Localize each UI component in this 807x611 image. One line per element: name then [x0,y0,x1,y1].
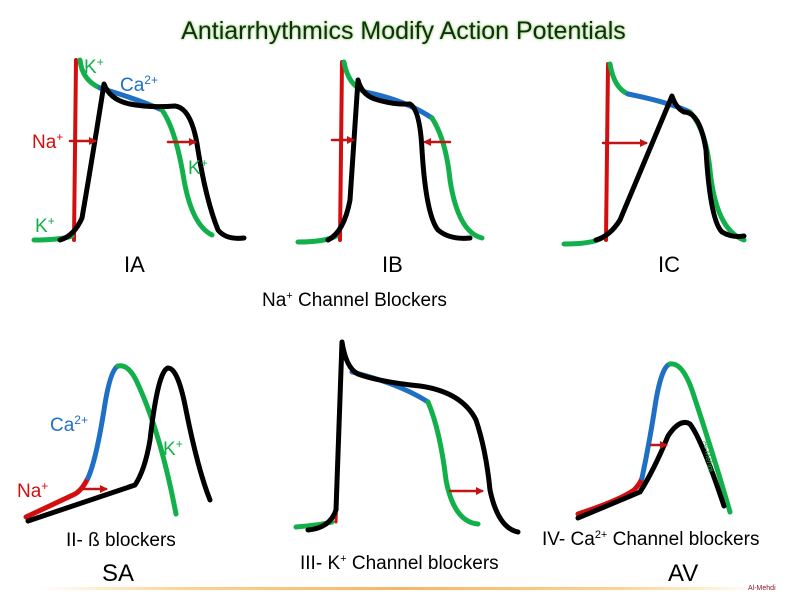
group-label-na-channel-blockers: Na+ Channel Blockers [262,290,447,311]
slide-title: Antiarrhythmics Modify Action Potentials [181,17,626,45]
panel-ib [295,59,485,245]
k-phase1-curve [77,57,103,91]
panel-ii [23,363,213,524]
footer-divider [40,587,760,590]
ion-label-ca: Ca2+ [120,73,158,96]
na-phase0-line [72,58,78,242]
drug-action-potential [57,81,247,243]
ion-label-ca: Ca2+ [50,413,88,436]
k-repolarization-curve [429,115,485,241]
k-repolarization-curve [425,399,481,527]
panel-iv [575,361,733,521]
panel-ia [31,57,247,243]
ion-label-k-top: K+ [84,55,104,78]
panel-label-ic: IC [658,252,680,277]
drug-action-potential [25,365,213,524]
drug-action-potential [305,339,521,535]
ca-phase0-curve [85,363,121,481]
ion-label-k-repolarization: K+ [188,156,208,179]
na-phase0-line [604,62,610,242]
panel-label-ia: IA [124,252,145,277]
drug-action-potential [593,93,747,243]
k-phase1-curve [607,61,631,97]
ion-label-k: K+ [163,437,183,460]
k-repolarization-curve [667,361,733,515]
ca-phase0-curve [639,361,673,481]
k-repolarization-curve [115,363,179,517]
watermark: Al-Mehdi [748,585,776,592]
k-repolarization-curve [159,107,215,238]
ion-label-na: Na+ [32,130,64,153]
ion-label-k-baseline: K+ [35,214,55,237]
na-phase0-line [338,60,344,242]
panel-ic [561,61,747,247]
caption-ca-channel-blockers: IV- Ca2+ Channel blockers [542,529,760,550]
site-label-sa: SA [102,560,135,587]
site-label-av: AV [668,560,699,587]
caption-k-channel-blockers: III- K+ Channel blockers [300,553,499,574]
na-phase4-curve [23,475,91,520]
panel-iii [293,339,521,535]
caption-beta-blockers: II- ß blockers [66,530,176,551]
panel-label-ib: IB [382,252,403,277]
ion-label-na: Na+ [17,479,49,502]
drug-action-potential [325,77,473,243]
drug-action-potential [575,420,727,521]
